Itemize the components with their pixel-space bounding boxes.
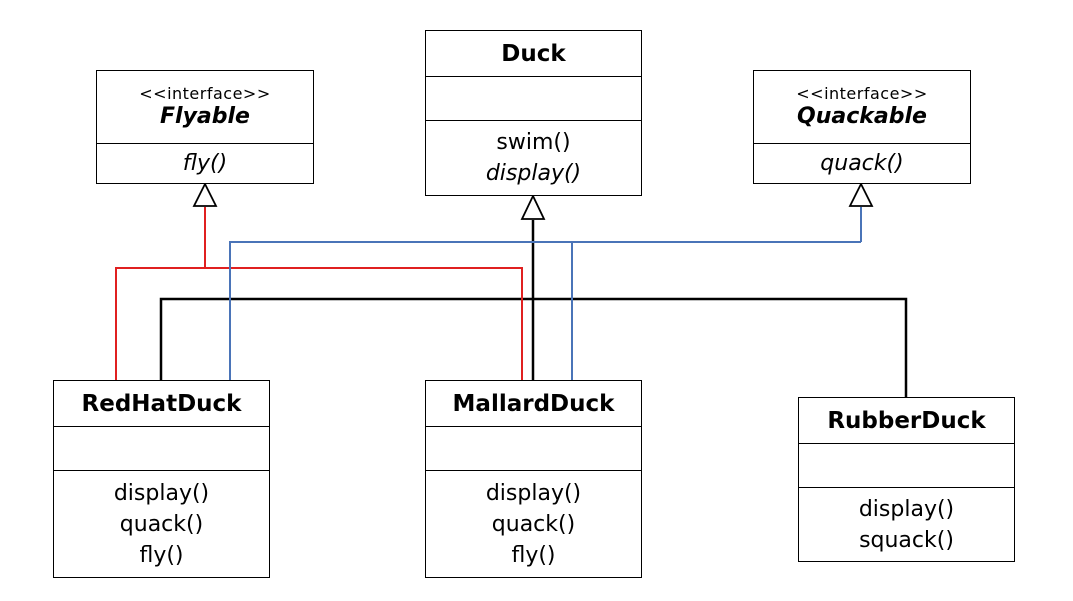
- class-duck[interactable]: Duck swim() display(): [425, 30, 642, 196]
- interface-flyable[interactable]: <<interface>> Flyable fly(): [96, 70, 314, 184]
- realization-arrowhead-quackable: [848, 181, 874, 207]
- interface-quackable-operations: quack(): [754, 143, 970, 183]
- operation: swim(): [496, 130, 571, 155]
- interface-flyable-operations: fly(): [97, 143, 313, 183]
- operation: fly(): [139, 542, 184, 568]
- class-mallardduck-operations: display() quack() fly(): [426, 470, 641, 577]
- interface-name: Quackable: [797, 104, 927, 129]
- interface-quackable-header: <<interface>> Quackable: [754, 71, 970, 143]
- operation-abstract: quack(): [820, 151, 904, 176]
- operation-abstract: display(): [485, 161, 582, 186]
- inheritance-redhat-to-duck: [159, 297, 533, 381]
- class-rubberduck-attributes: [799, 443, 1014, 487]
- class-redhatduck-header: RedHatDuck: [54, 381, 269, 426]
- class-mallardduck[interactable]: MallardDuck display() quack() fly(): [425, 380, 642, 578]
- interface-flyable-header: <<interface>> Flyable: [97, 71, 313, 143]
- inheritance-arrowhead-duck: [520, 193, 546, 220]
- class-redhatduck-operations: display() quack() fly(): [54, 470, 269, 577]
- operation: display(): [858, 496, 955, 522]
- realization-mallard-to-flyable: [205, 267, 523, 381]
- operation: squack(): [859, 527, 954, 553]
- class-duck-operations: swim() display(): [426, 120, 641, 195]
- inheritance-rubber-to-duck: [533, 297, 908, 398]
- class-redhatduck[interactable]: RedHatDuck display() quack() fly(): [53, 380, 270, 578]
- class-rubberduck-header: RubberDuck: [799, 398, 1014, 443]
- class-duck-header: Duck: [426, 31, 641, 76]
- class-duck-attributes: [426, 76, 641, 120]
- operation: display(): [113, 480, 210, 506]
- operation: quack(): [119, 511, 204, 537]
- class-rubberduck[interactable]: RubberDuck display() squack(): [798, 397, 1015, 562]
- operation: quack(): [491, 511, 576, 537]
- interface-name: Flyable: [160, 104, 250, 129]
- class-name: RubberDuck: [827, 407, 986, 434]
- interface-quackable[interactable]: <<interface>> Quackable quack(): [753, 70, 971, 184]
- stereotype-label: <<interface>>: [796, 84, 928, 103]
- class-redhatduck-attributes: [54, 426, 269, 470]
- class-mallardduck-header: MallardDuck: [426, 381, 641, 426]
- operation: display(): [485, 480, 582, 506]
- realization-redhat-to-quackable: [229, 241, 861, 381]
- class-name: Duck: [501, 40, 566, 67]
- realization-redhat-to-flyable: [115, 267, 205, 381]
- class-mallardduck-attributes: [426, 426, 641, 470]
- operation: fly(): [511, 542, 556, 568]
- realization-arrowhead-flyable: [192, 181, 218, 207]
- class-rubberduck-operations: display() squack(): [799, 487, 1014, 561]
- operation-abstract: fly(): [182, 151, 228, 176]
- class-name: RedHatDuck: [81, 390, 242, 417]
- class-name: MallardDuck: [452, 390, 615, 417]
- stereotype-label: <<interface>>: [139, 84, 271, 103]
